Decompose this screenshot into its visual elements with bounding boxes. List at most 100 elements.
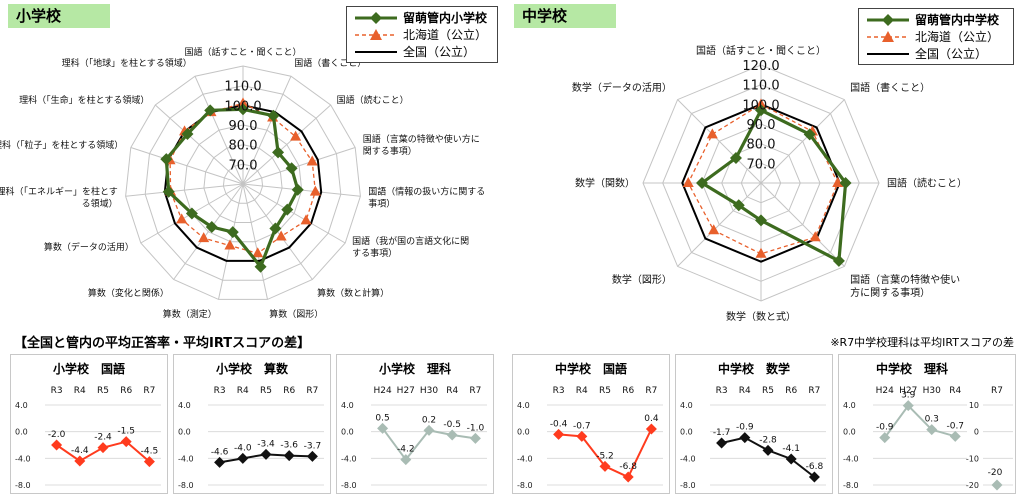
radar-point-triangle — [682, 177, 694, 187]
radar-category-label: 算数（変化と関係） — [88, 287, 169, 299]
mini-data-label: -4.1 — [782, 444, 800, 454]
mini-y-tick-label: 0.0 — [341, 428, 354, 437]
radar-spoke — [194, 75, 244, 185]
radar-point-triangle — [706, 128, 718, 139]
mini-y-tick-label: -4.0 — [178, 454, 194, 463]
mini-point-diamond — [902, 400, 914, 412]
radar-spoke — [242, 75, 292, 185]
mini-point-diamond — [622, 471, 634, 483]
mini-chart-title: 中学校 理科 — [875, 362, 948, 376]
radar-series-line — [164, 107, 300, 269]
mini-series-line — [883, 404, 956, 439]
mini-x-tick-label: R6 — [283, 386, 295, 396]
radar-spoke — [677, 99, 762, 184]
mini-y-tick-label: 0.0 — [843, 428, 856, 437]
legend-item-zenkoku: 全国（公立） — [865, 45, 1005, 62]
mini-x-tick-label: R4 — [74, 386, 86, 396]
mini-x-tick-label: R6 — [785, 386, 797, 396]
mini-data-label: -0.7 — [573, 421, 591, 431]
mini-point-diamond — [143, 456, 155, 468]
mini-y-tick-label: 4.0 — [15, 401, 28, 410]
radar-point-triangle — [176, 213, 188, 224]
mini-y-tick-label: -8.0 — [178, 481, 194, 490]
mini-data-label: -0.5 — [443, 420, 461, 430]
mini-x-tick-label: R4 — [446, 386, 458, 396]
radar-grid-ring — [125, 65, 361, 300]
radar-point-diamond — [226, 226, 239, 239]
radar-tick-label: 70.0 — [747, 157, 776, 172]
radar-spoke — [173, 183, 244, 280]
mini-y-tick-label: 0 — [974, 428, 979, 437]
radar-grid-ring — [203, 144, 283, 223]
radar-point-diamond — [181, 127, 194, 140]
mini-point-diamond — [808, 471, 820, 483]
section-title: 【全国と管内の平均正答率・平均IRTスコアの差】 — [14, 336, 311, 351]
elementary-legend: 留萌管内小学校 北海道（公立） 全国（公立） — [346, 6, 498, 63]
mini-data-label: -6.8 — [806, 462, 824, 472]
radar-point-triangle — [809, 231, 821, 242]
radar-spoke — [154, 104, 244, 185]
radar-category-label: 国語（読むこと） — [337, 94, 409, 106]
mini-point-diamond — [716, 437, 728, 449]
mini-y-tick-label: -8.0 — [843, 481, 859, 490]
radar-category-label: 理科（「生命」を柱とする領域） — [19, 94, 149, 106]
mini-data-label: -3.6 — [280, 441, 298, 451]
radar-point-triangle — [290, 130, 302, 141]
mini-x-tick-label: R3 — [716, 386, 728, 396]
mini-y-tick-label: -8.0 — [15, 481, 31, 490]
mini-point-diamond — [553, 428, 565, 440]
mini-data-label: -4.5 — [141, 447, 159, 457]
radar-tick-label: 100.0 — [224, 99, 261, 114]
radar-point-triangle — [252, 247, 264, 258]
mini-y-tick-label: 4.0 — [843, 401, 856, 410]
radar-spoke — [242, 183, 346, 244]
mini-x-tick-label: R5 — [762, 386, 774, 396]
radar-point-diamond — [696, 177, 708, 189]
radar-point-triangle — [224, 239, 236, 250]
mini-y-tick-label: 4.0 — [178, 401, 191, 410]
mini-point-diamond — [469, 432, 481, 444]
radar-point-diamond — [267, 109, 280, 122]
mini-chart-title: 中学校 数学 — [717, 362, 790, 376]
mini-x-tick-label: R7 — [469, 386, 481, 396]
mini-x-tick-label: R7 — [645, 386, 657, 396]
mini-y-tick-label: 0.0 — [680, 428, 693, 437]
mini-chart-title: 小学校 算数 — [215, 362, 288, 376]
mini-data-label: -4.6 — [211, 447, 229, 457]
radar-point-triangle — [306, 155, 318, 166]
radar-point-diamond — [160, 153, 173, 166]
mini-data-label: 0.3 — [925, 415, 939, 425]
mini-y-tick-label: 4.0 — [680, 401, 693, 410]
radar-tick-label: 110.0 — [742, 79, 779, 94]
legend-solid-line-icon — [355, 50, 397, 53]
mini-x-tick-label: R3 — [51, 386, 63, 396]
mini-y-tick-label: -4.0 — [517, 454, 533, 463]
mini-point-diamond — [599, 460, 611, 472]
mini-point-diamond — [120, 436, 132, 448]
radar-category-label: 数学（図形） — [612, 273, 672, 286]
mini-x-tick-label: R4 — [576, 386, 588, 396]
radar-point-diamond — [237, 103, 249, 116]
mini-y-tick-label: 0.0 — [517, 428, 530, 437]
legend-item-zenkoku: 全国（公立） — [353, 43, 489, 60]
radar-category-label: 数学（数と式） — [726, 310, 796, 323]
legend-item-kanai: 留萌管内中学校 — [865, 11, 1005, 28]
irt-note: ※R7中学校理科は平均IRTスコアの差 — [830, 336, 1014, 349]
radar-point-triangle — [300, 214, 312, 225]
mini-x-tick-label: H30 — [923, 386, 941, 396]
mini-y-tick-label: -10 — [966, 454, 979, 463]
radar-point-triangle — [708, 224, 720, 235]
radar-tick-label: 80.0 — [229, 139, 258, 154]
legend-line-diamond-icon — [355, 11, 397, 24]
radar-spoke — [677, 182, 762, 267]
mini-x-tick-label: H27 — [397, 386, 415, 396]
radar-category-label: 国語（話すこと・聞くこと） — [696, 44, 826, 57]
legend-dashed-triangle-icon — [355, 28, 397, 40]
mini-data-label: -0.4 — [550, 419, 568, 429]
legend-solid-line-icon — [867, 52, 909, 55]
mini-y-tick-label: -20 — [966, 481, 979, 490]
